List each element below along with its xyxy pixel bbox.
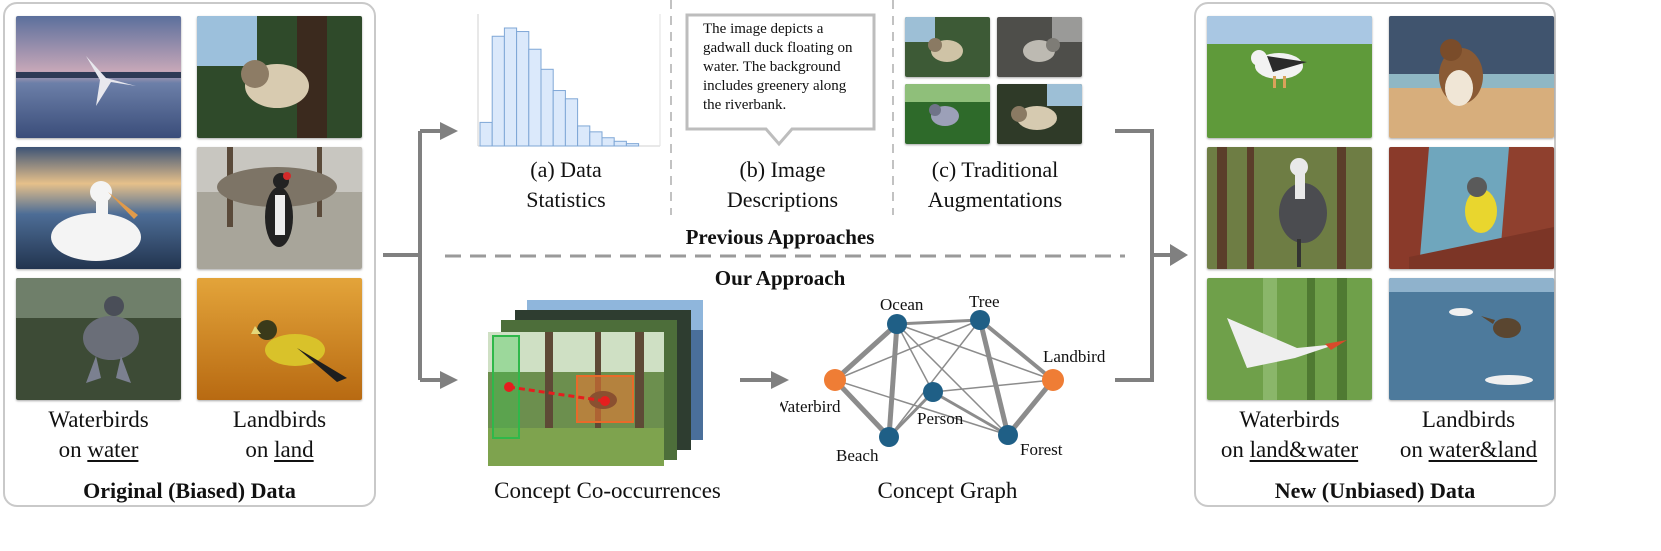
histogram-bar-3	[503, 27, 518, 147]
right-landbirds-caption: Landbirds on water&land	[1399, 407, 1538, 462]
data-statistics-histogram	[477, 14, 661, 147]
node-label-beach: Beach	[836, 446, 879, 465]
histogram-bar-1	[479, 121, 493, 147]
edge-tree-forest	[977, 319, 1011, 436]
left-landbirds-background: land	[274, 437, 314, 462]
histogram-bar-2	[491, 35, 505, 147]
left-landbirds-caption: Landbirds on land	[232, 407, 327, 462]
data-statistics-label: (a) Data Statistics	[526, 157, 606, 212]
node-beach	[879, 427, 899, 447]
node-forest	[998, 425, 1018, 445]
edge-waterbird-ocean	[833, 322, 899, 382]
histogram-bar-10	[589, 131, 603, 147]
node-label-forest: Forest	[1020, 440, 1063, 459]
edge-person-forest	[932, 390, 1009, 437]
node-waterbird	[824, 369, 846, 391]
concept-cooccurrences-label: Concept Co-occurrences	[494, 478, 721, 503]
augmentation-crop	[905, 84, 990, 144]
right-upper-connector	[1115, 129, 1154, 382]
edge-person-landbird	[932, 379, 1054, 393]
photo-grosbeak-in-golden-grass	[197, 278, 362, 400]
node-label-landbird: Landbird	[1043, 347, 1106, 366]
new-data-title: New (Unbiased) Data	[1274, 478, 1476, 503]
histogram-bar-12	[613, 140, 627, 147]
edge-ocean-tree	[896, 318, 981, 326]
augmentation-grayscale	[997, 17, 1082, 77]
histogram-bar-4	[516, 31, 530, 147]
photo-woodpecker-on-ground	[197, 147, 362, 269]
image-descriptions-label: (b) Image Descriptions	[726, 157, 839, 212]
photo-duck-on-water	[16, 278, 181, 400]
edge-ocean-person	[896, 323, 934, 393]
previous-approaches-title: Previous Approaches	[685, 225, 875, 249]
cooccurrence-link	[508, 385, 606, 403]
right-waterbirds-caption: Waterbirds on land&water	[1220, 407, 1359, 462]
edge-waterbird-forest	[834, 379, 1009, 436]
photo-bird-in-tree	[197, 16, 362, 138]
bird-center-dot	[600, 396, 610, 406]
edge-beach-person	[887, 390, 935, 439]
edge-waterbird-tree	[834, 319, 981, 381]
node-label-person: Person	[917, 409, 964, 428]
concept-graph-label: Concept Graph	[877, 478, 1018, 503]
image-description-text: The image depicts a gadwall duck floatin…	[703, 21, 853, 113]
histogram-bar-6	[540, 68, 554, 147]
speech-bubble	[685, 13, 876, 147]
photo-warbler-on-rocky-coast	[1389, 147, 1554, 269]
augmentation-original	[905, 17, 990, 77]
edge-ocean-beach	[886, 323, 900, 438]
photo-gull-over-lake	[16, 16, 181, 138]
photo-bird-over-sea-with-boats	[1389, 278, 1554, 400]
histogram-bar-5	[528, 48, 542, 147]
histogram-bar-13	[625, 143, 640, 147]
photo-pelican-in-forest	[1207, 147, 1372, 269]
concept-cooccurrence-stack	[488, 300, 703, 466]
edge-tree-beach	[888, 319, 981, 438]
node-label-waterbird: Waterbird	[780, 397, 841, 416]
photo-gull-on-grass	[1207, 16, 1372, 138]
our-approach-title: Our Approach	[714, 266, 846, 290]
tree-center-dot	[504, 382, 514, 392]
original-data-title: Original (Biased) Data	[83, 478, 296, 503]
augmentation-flip	[997, 84, 1082, 144]
traditional-augmentations-label: (c) Traditional Augmentations	[927, 157, 1063, 212]
node-label-ocean: Ocean	[880, 295, 924, 314]
node-person	[923, 382, 943, 402]
node-tree	[970, 310, 990, 330]
histogram-bar-8	[564, 98, 579, 147]
left-waterbirds-background: water	[87, 437, 139, 462]
photo-sparrow-on-beach	[1389, 16, 1554, 138]
node-label-tree: Tree	[969, 292, 1000, 311]
lower-branch-arrowhead	[440, 371, 458, 389]
node-ocean	[887, 314, 907, 334]
edge-landbird-forest	[1006, 378, 1055, 437]
photo-tern-in-bamboo	[1207, 278, 1372, 400]
right-landbirds-background: water&land	[1428, 437, 1538, 462]
edge-tree-landbird	[978, 318, 1055, 382]
edge-waterbird-beach	[833, 378, 891, 439]
node-landbird	[1042, 369, 1064, 391]
edge-ocean-landbird	[896, 323, 1054, 381]
concept-graph: Ocean Tree Landbird Waterbird Person Bea…	[780, 292, 1106, 465]
histogram-bar-7	[552, 90, 566, 147]
upper-branch-arrowhead	[440, 122, 458, 140]
right-waterbirds-background: land&water	[1249, 437, 1359, 462]
left-waterbirds-caption: Waterbirds on water	[48, 407, 149, 462]
photo-pelican-on-water	[16, 147, 181, 269]
right-output-arrowhead	[1170, 244, 1188, 266]
edge-ocean-forest	[896, 323, 1009, 436]
histogram-bar-9	[577, 125, 591, 147]
histogram-bar-11	[601, 137, 615, 147]
